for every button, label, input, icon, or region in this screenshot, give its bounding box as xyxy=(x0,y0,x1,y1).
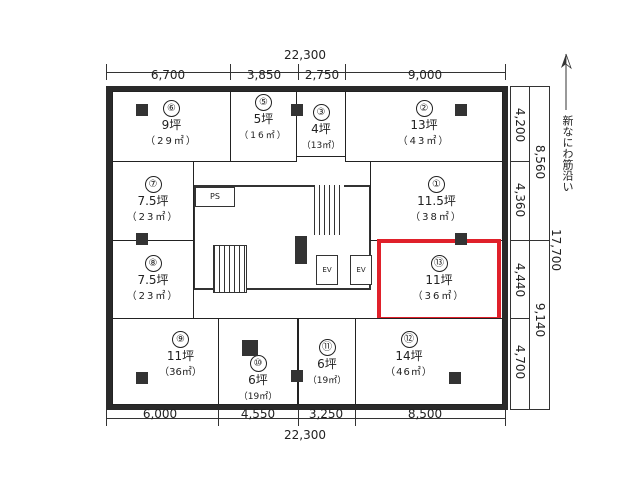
dimension-tick xyxy=(106,410,107,426)
dimension-top-2: 3,850 xyxy=(246,68,282,82)
room-sqm: （46㎡） xyxy=(385,367,433,378)
dimension-bottom-1: 6,000 xyxy=(142,407,178,421)
dimension-tick xyxy=(510,161,530,162)
structural-column xyxy=(291,370,303,382)
dimension-bottom-2: 4,550 xyxy=(240,407,276,421)
dimension-tick xyxy=(106,64,107,80)
room-number: ⑬ xyxy=(430,255,448,272)
north-arrow-icon xyxy=(561,53,572,110)
room-sqm: （16㎡） xyxy=(239,131,288,141)
structural-column xyxy=(242,340,258,356)
dimension-tick xyxy=(230,64,231,80)
room-sqm: （36㎡） xyxy=(412,291,466,302)
room-sqm: （19㎡） xyxy=(307,376,347,386)
elevator-2: EV xyxy=(350,255,372,285)
room-sqm: （43㎡） xyxy=(397,136,451,147)
room-number: ⑩ xyxy=(249,355,267,372)
room-number: ⑨ xyxy=(172,331,189,348)
room-tsubo: 14坪 xyxy=(395,349,423,363)
dimension-right-4: 4,700 xyxy=(513,344,527,380)
structural-column xyxy=(136,233,148,245)
room-number: ⑫ xyxy=(400,331,418,348)
room-number: ⑪ xyxy=(318,339,336,356)
room-tsubo: 7.5坪 xyxy=(137,273,169,287)
structural-column xyxy=(295,236,307,264)
dimension-frame xyxy=(530,86,550,410)
dimension-bottom-3: 3,250 xyxy=(308,407,344,421)
dimension-tick xyxy=(510,240,550,241)
dimension-tick xyxy=(345,64,346,80)
dimension-frame xyxy=(510,86,530,410)
dimension-top-4: 9,000 xyxy=(407,68,443,82)
dimension-top-3: 2,750 xyxy=(304,68,340,82)
dimension-right-1: 4,200 xyxy=(513,107,527,143)
dimension-tick xyxy=(505,64,506,80)
structural-column xyxy=(291,104,303,116)
room-tsubo: 6坪 xyxy=(317,357,337,371)
ps-label: PS xyxy=(195,187,235,207)
dimension-right-mid-2: 9,140 xyxy=(533,302,547,338)
dimension-top-1: 6,700 xyxy=(150,68,186,82)
room-tsubo: 11坪 xyxy=(166,349,195,363)
room-number: ① xyxy=(428,176,445,193)
room-sqm: （23㎡） xyxy=(126,291,180,302)
street-label: 新なにわ筋沿い xyxy=(561,115,574,192)
room-sqm: （19㎡） xyxy=(238,392,278,402)
dimension-tick xyxy=(505,410,506,426)
dimension-tick xyxy=(298,64,299,80)
room-number: ③ xyxy=(312,104,330,121)
structural-column xyxy=(136,372,148,384)
dimension-tick xyxy=(510,318,530,319)
room-number: ⑧ xyxy=(144,255,162,272)
room-sqm: （29㎡） xyxy=(145,136,198,147)
dimension-line xyxy=(106,418,506,419)
stairs xyxy=(213,245,247,293)
room-tsubo: 11坪 xyxy=(425,273,453,287)
room-sqm: （13㎡） xyxy=(301,141,341,151)
room-tsubo: 13坪 xyxy=(410,118,438,132)
dimension-tick xyxy=(355,410,356,426)
room-tsubo: 5坪 xyxy=(253,112,274,126)
stairs xyxy=(314,185,344,235)
room-number: ② xyxy=(415,100,433,117)
dimension-top-total: 22,300 xyxy=(284,48,326,62)
room-tsubo: 9坪 xyxy=(161,118,182,132)
structural-column xyxy=(455,104,467,116)
dimension-right-3: 4,440 xyxy=(513,262,527,298)
elevator-1: EV xyxy=(316,255,338,285)
room-tsubo: 7.5坪 xyxy=(137,194,169,208)
room-tsubo: 11.5坪 xyxy=(417,194,456,208)
dimension-right-2: 4,360 xyxy=(513,182,527,218)
room-number: ⑦ xyxy=(144,176,162,193)
dimension-line xyxy=(106,72,506,73)
structural-column xyxy=(449,372,461,384)
room-sqm: （36㎡） xyxy=(159,367,202,378)
room-number: ⑥ xyxy=(163,100,180,117)
dimension-tick xyxy=(218,410,219,426)
room-number: ⑤ xyxy=(255,94,272,111)
dimension-bottom-4: 8,500 xyxy=(407,407,443,421)
structural-column xyxy=(455,233,467,245)
room-sqm: （23㎡） xyxy=(126,212,180,223)
room-tsubo: 4坪 xyxy=(311,122,331,136)
dimension-right-mid-1: 8,560 xyxy=(533,144,547,180)
dimension-bottom-total: 22,300 xyxy=(284,428,326,442)
dimension-right-total: 17,700 xyxy=(549,229,563,271)
structural-column xyxy=(136,104,148,116)
dimension-tick xyxy=(298,410,299,426)
room-sqm: （38㎡） xyxy=(410,212,463,223)
room-tsubo: 6坪 xyxy=(248,373,268,387)
